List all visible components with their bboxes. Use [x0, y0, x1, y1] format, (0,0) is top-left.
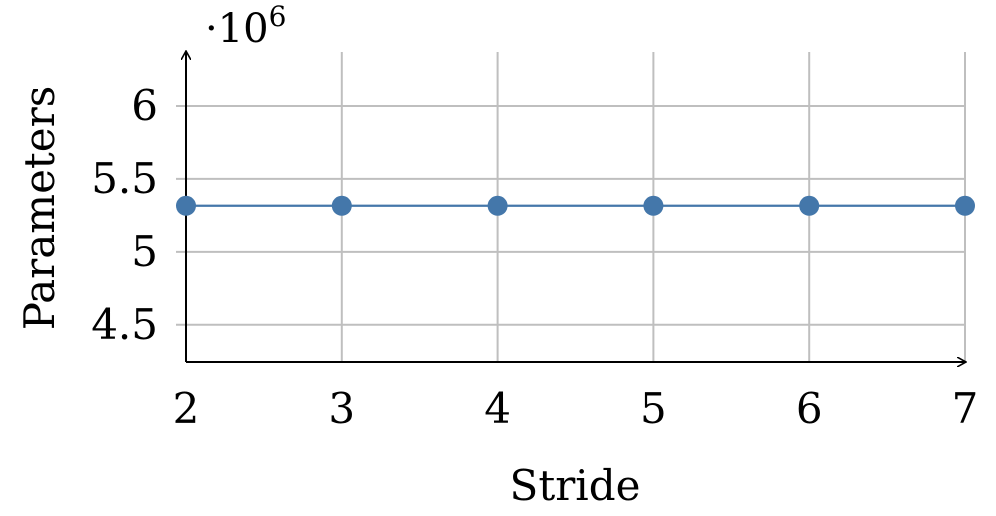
data-point — [487, 195, 508, 216]
data-point — [799, 195, 820, 216]
x-tick-label: 4 — [484, 384, 511, 433]
x-tick-labels: 2 3 4 5 6 7 — [173, 384, 979, 433]
x-axis-label: Stride — [510, 461, 641, 510]
y-scale-label: ·106 — [205, 0, 286, 52]
y-tick-label: 4.5 — [91, 300, 158, 349]
y-axis-label: Parameters — [15, 86, 64, 331]
data-point — [176, 195, 196, 216]
x-tick-label: 3 — [328, 384, 355, 433]
x-tick-label: 2 — [173, 384, 200, 433]
series — [176, 195, 975, 216]
x-tick-label: 7 — [952, 384, 979, 433]
y-tick-label: 6 — [131, 81, 158, 130]
x-tick-label: 5 — [640, 384, 667, 433]
y-tick-label: 5 — [131, 227, 158, 276]
y-tick-labels: 4.5 5 5.5 6 — [91, 81, 158, 349]
data-point — [331, 195, 352, 216]
y-tick-label: 5.5 — [91, 154, 158, 203]
grid — [176, 52, 966, 362]
data-point — [643, 195, 664, 216]
data-point — [955, 195, 975, 216]
x-tick-label: 6 — [796, 384, 823, 433]
